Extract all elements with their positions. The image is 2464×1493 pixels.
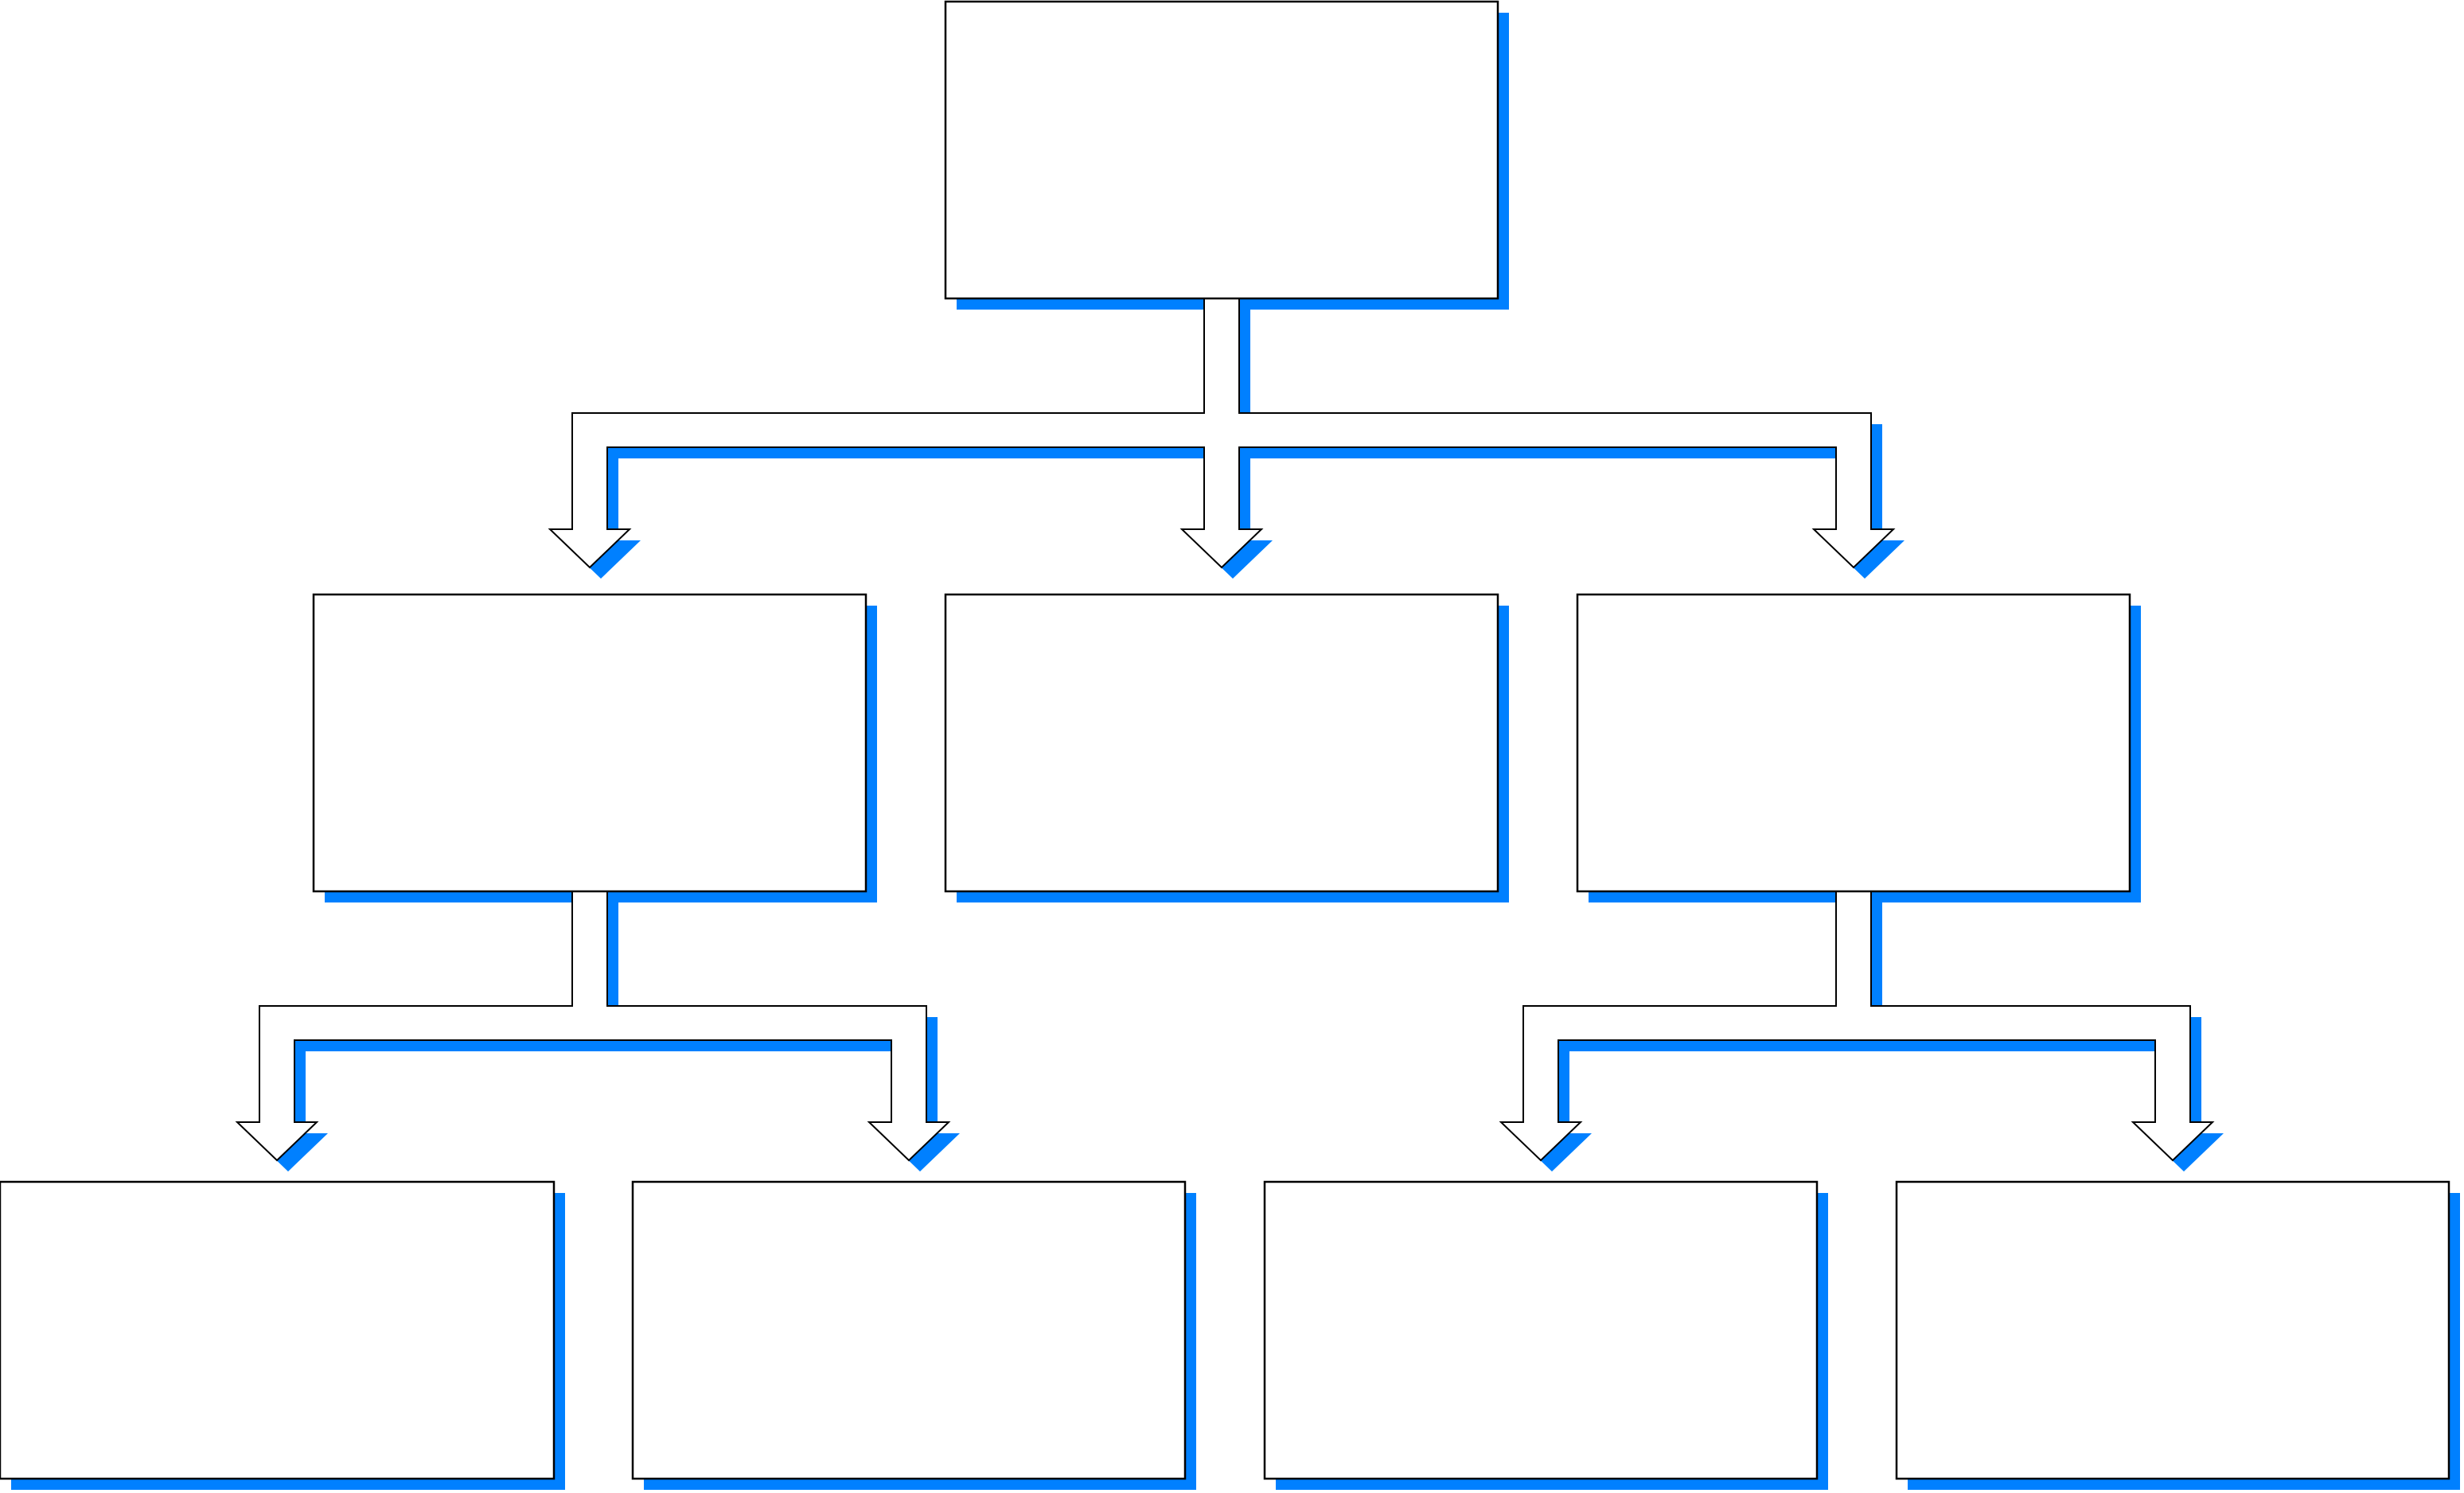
connector-root — [548, 298, 1896, 569]
connector-l2-a — [235, 891, 951, 1162]
node-l3-d[interactable] — [1895, 1180, 2450, 1480]
node-root[interactable] — [944, 0, 1499, 300]
node-l3-a[interactable] — [0, 1180, 556, 1480]
connector-l2-c — [1499, 891, 2215, 1162]
node-l2-c[interactable] — [1576, 593, 2131, 893]
node-l2-a[interactable] — [312, 593, 867, 893]
node-l3-b[interactable] — [631, 1180, 1187, 1480]
node-l3-c[interactable] — [1263, 1180, 1819, 1480]
node-l2-b[interactable] — [944, 593, 1499, 893]
connector-layer — [235, 298, 2215, 1162]
